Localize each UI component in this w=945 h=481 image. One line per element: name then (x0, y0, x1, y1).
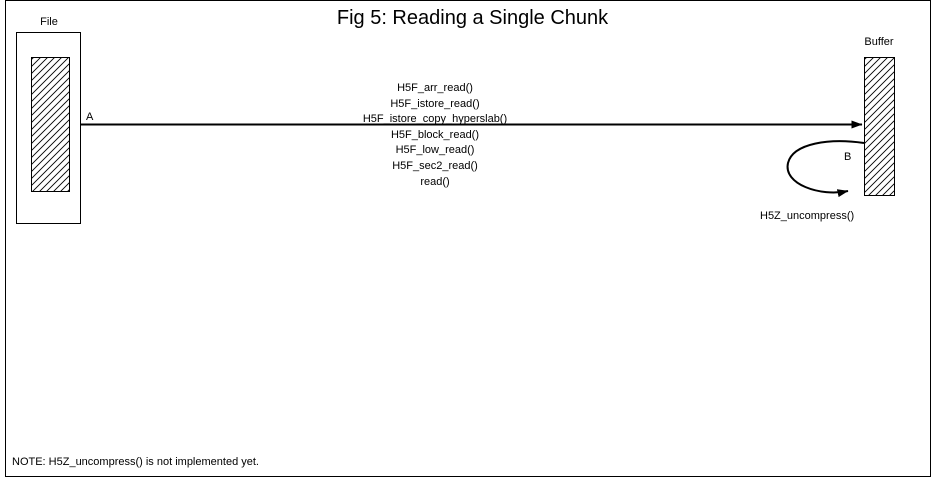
call-stack-line: H5F_istore_read() (390, 97, 480, 110)
file-node-data-block (31, 57, 70, 192)
page-title: Fig 5: Reading a Single Chunk (336, 7, 609, 29)
edge-b-label: H5Z_uncompress() (760, 210, 855, 222)
call-stack-line: H5F_arr_read() (397, 82, 473, 94)
file-node-label: File (40, 16, 58, 28)
edge-b-loop-arrow (786, 140, 865, 198)
call-stack-line: H5F_sec2_read() (392, 159, 478, 172)
buffer-node-box (864, 57, 895, 196)
call-stack-line: H5F_low_read() (395, 144, 475, 157)
edge-a-marker-label: A (86, 111, 94, 123)
call-stack-line: read() (420, 175, 450, 188)
call-stack-line: H5F_block_read() (390, 128, 480, 141)
figure-note: NOTE: H5Z_uncompress() is not implemente… (12, 456, 259, 468)
edge-a-call-stack: H5F_arr_read() H5F_istore_read() H5F_ist… (321, 81, 549, 190)
call-stack-line: H5F_istore_copy_hyperslab() (362, 113, 508, 126)
edge-b-marker-label: B (844, 151, 852, 163)
page-border (5, 0, 931, 477)
buffer-node-label: Buffer (864, 36, 894, 48)
